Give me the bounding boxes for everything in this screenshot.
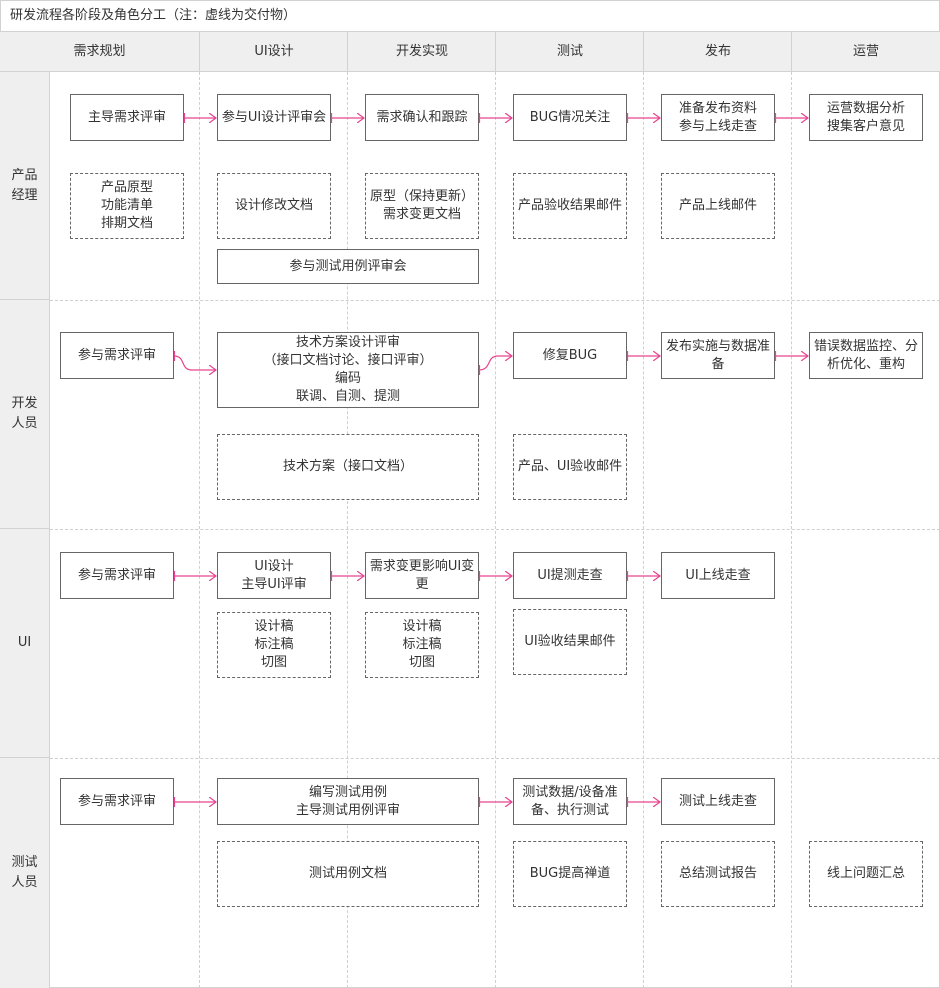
- task-box[interactable]: 参与需求评审: [60, 778, 174, 825]
- task-box[interactable]: 参与UI设计评审会: [217, 94, 331, 141]
- row-header-ui: UI: [0, 529, 50, 758]
- lane-divider: [347, 72, 348, 988]
- lane-divider: [50, 300, 940, 301]
- row-header-product-manager: 产品 经理: [0, 72, 50, 300]
- task-box[interactable]: 错误数据监控、分析优化、重构: [809, 332, 923, 379]
- deliverable-box[interactable]: 线上问题汇总: [809, 841, 923, 907]
- task-box[interactable]: BUG情况关注: [513, 94, 627, 141]
- deliverable-box[interactable]: 产品原型 功能清单 排期文档: [70, 173, 184, 239]
- task-box[interactable]: UI设计 主导UI评审: [217, 552, 331, 599]
- deliverable-box[interactable]: 测试用例文档: [217, 841, 479, 907]
- deliverable-box[interactable]: UI验收结果邮件: [513, 609, 627, 675]
- deliverable-box[interactable]: BUG提高禅道: [513, 841, 627, 907]
- task-box[interactable]: 主导需求评审: [70, 94, 184, 141]
- column-header-development: 开发实现: [347, 32, 496, 72]
- task-box[interactable]: 技术方案设计评审 （接口文档讨论、接口评审） 编码 联调、自测、提测: [217, 332, 479, 408]
- task-box[interactable]: 运营数据分析 搜集客户意见: [809, 94, 923, 141]
- row-header-tester: 测试 人员: [0, 758, 50, 988]
- task-box[interactable]: 参与测试用例评审会: [217, 249, 479, 284]
- task-box[interactable]: 参与需求评审: [60, 332, 174, 379]
- deliverable-box[interactable]: 设计稿 标注稿 切图: [217, 612, 331, 678]
- task-box[interactable]: 需求确认和跟踪: [365, 94, 479, 141]
- task-box[interactable]: 修复BUG: [513, 332, 627, 379]
- task-box[interactable]: 需求变更影响UI变更: [365, 552, 479, 599]
- deliverable-box[interactable]: 产品上线邮件: [661, 173, 775, 239]
- lane-divider: [199, 72, 200, 988]
- column-header-operations: 运营: [791, 32, 940, 72]
- task-box[interactable]: 测试数据/设备准备、执行测试: [513, 778, 627, 825]
- lane-divider: [791, 72, 792, 988]
- diagram-title: 研发流程各阶段及角色分工（注：虚线为交付物）: [0, 0, 940, 32]
- column-header-release: 发布: [643, 32, 792, 72]
- task-box[interactable]: UI提测走查: [513, 552, 627, 599]
- deliverable-box[interactable]: 总结测试报告: [661, 841, 775, 907]
- row-header-developer: 开发 人员: [0, 300, 50, 529]
- deliverable-box[interactable]: 原型（保持更新） 需求变更文档: [365, 173, 479, 239]
- column-header-testing: 测试: [495, 32, 644, 72]
- column-header-ui-design: UI设计: [199, 32, 348, 72]
- task-box[interactable]: 测试上线走查: [661, 778, 775, 825]
- task-box[interactable]: UI上线走查: [661, 552, 775, 599]
- deliverable-box[interactable]: 技术方案（接口文档）: [217, 434, 479, 500]
- deliverable-box[interactable]: 产品、UI验收邮件: [513, 434, 627, 500]
- column-header-planning: 需求规划: [0, 32, 199, 72]
- task-box[interactable]: 参与需求评审: [60, 552, 174, 599]
- deliverable-box[interactable]: 产品验收结果邮件: [513, 173, 627, 239]
- task-box[interactable]: 编写测试用例 主导测试用例评审: [217, 778, 479, 825]
- deliverable-box[interactable]: 设计稿 标注稿 切图: [365, 612, 479, 678]
- lane-divider: [50, 529, 940, 530]
- lane-divider: [643, 72, 644, 988]
- task-box[interactable]: 准备发布资料 参与上线走查: [661, 94, 775, 141]
- lane-divider: [50, 758, 940, 759]
- task-box[interactable]: 发布实施与数据准备: [661, 332, 775, 379]
- lane-divider: [495, 72, 496, 988]
- deliverable-box[interactable]: 设计修改文档: [217, 173, 331, 239]
